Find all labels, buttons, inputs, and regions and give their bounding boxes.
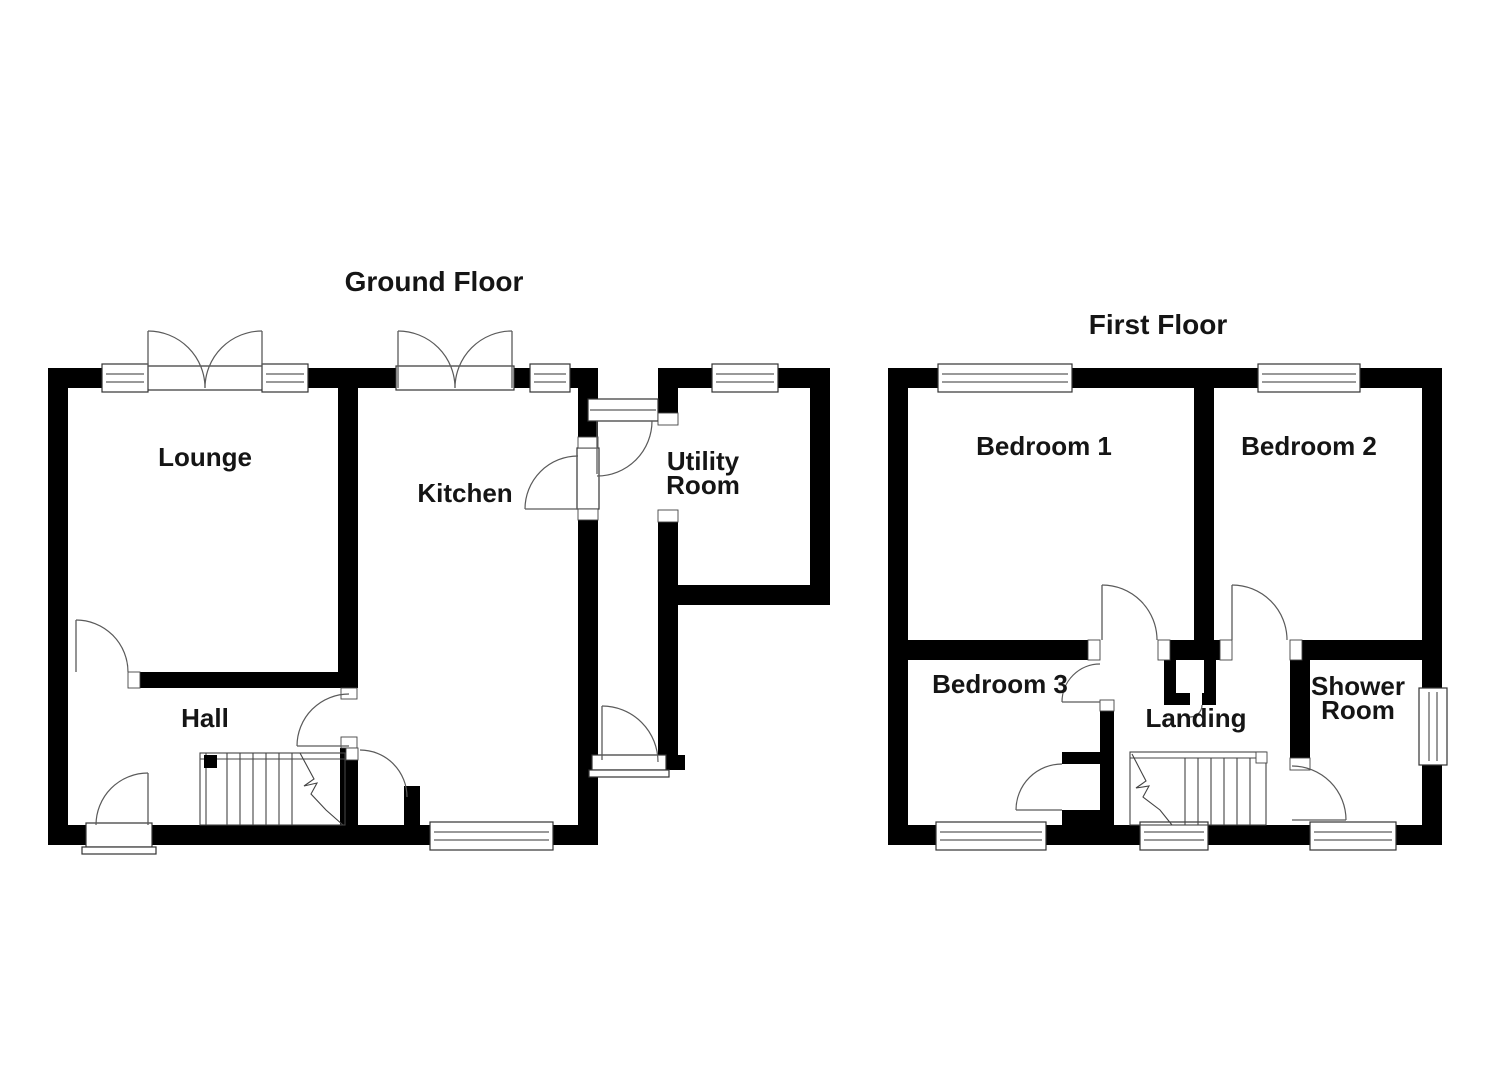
gf-doors bbox=[75, 330, 659, 826]
room-label-utility-room: Utility Room bbox=[666, 446, 740, 500]
room-label-bedroom-2: Bedroom 2 bbox=[1241, 431, 1377, 461]
room-label-hall: Hall bbox=[181, 703, 229, 733]
ff-stairs bbox=[1129, 751, 1268, 826]
ff-openings bbox=[1087, 639, 1311, 771]
room-label-bedroom-3: Bedroom 3 bbox=[932, 669, 1068, 699]
gf-openings bbox=[81, 365, 679, 855]
room-label-landing: Landing bbox=[1145, 703, 1247, 733]
ff-doors bbox=[1015, 584, 1347, 821]
gf-windows bbox=[101, 363, 779, 851]
ff-windows bbox=[935, 363, 1448, 851]
gf-stairs bbox=[199, 752, 346, 826]
first-floor-title: First Floor bbox=[1088, 309, 1228, 340]
room-label-kitchen: Kitchen bbox=[417, 478, 513, 508]
room-label-shower-room: Shower Room bbox=[1311, 671, 1405, 725]
room-label-lounge: Lounge bbox=[158, 442, 252, 472]
ground-floor-title: Ground Floor bbox=[344, 266, 524, 297]
room-label-bedroom-1: Bedroom 1 bbox=[976, 431, 1112, 461]
